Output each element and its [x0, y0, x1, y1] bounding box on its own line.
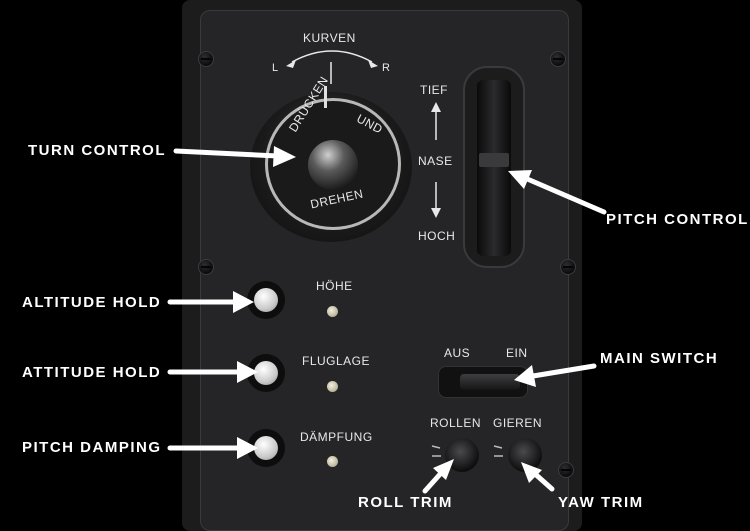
rollen-label: ROLLEN — [430, 416, 482, 430]
screw-top-left — [198, 51, 214, 67]
callout-pitch-damping: PITCH DAMPING — [22, 439, 162, 456]
callout-pitch-control: PITCH CONTROL — [606, 211, 749, 228]
turn-left-label: L — [272, 62, 279, 74]
tief-label: TIEF — [420, 83, 448, 97]
callout-roll-trim: ROLL TRIM — [358, 494, 453, 511]
aus-label: AUS — [444, 346, 471, 360]
fluglage-label: FLUGLAGE — [302, 354, 371, 368]
kurven-label: KURVEN — [303, 31, 356, 45]
screw-mid-right — [560, 259, 576, 275]
callout-attitude-hold: ATTITUDE HOLD — [22, 364, 162, 381]
pitch-wheel-index — [479, 153, 509, 167]
daempfung-label: DÄMPFUNG — [300, 430, 373, 444]
nase-label: NASE — [418, 154, 453, 168]
attitude-hold-button[interactable] — [254, 361, 278, 385]
hoch-label: HOCH — [418, 229, 456, 243]
gieren-label: GIEREN — [493, 416, 543, 430]
callout-yaw-trim: YAW TRIM — [558, 494, 644, 511]
main-switch[interactable] — [460, 374, 520, 390]
turn-control-pointer — [324, 86, 327, 108]
callout-turn-control: TURN CONTROL — [28, 142, 166, 159]
pitch-control-wheel[interactable] — [477, 80, 511, 256]
callout-main-switch: MAIN SWITCH — [600, 350, 719, 367]
attitude-hold-lamp — [327, 381, 338, 392]
turn-right-label: R — [382, 62, 391, 74]
screw-top-right — [550, 51, 566, 67]
altitude-hold-lamp — [327, 306, 338, 317]
screw-bottom-right — [558, 462, 574, 478]
hoehe-label: HÖHE — [316, 279, 353, 293]
altitude-hold-button[interactable] — [254, 288, 278, 312]
pitch-damping-lamp — [327, 456, 338, 467]
turn-control-knob[interactable] — [308, 140, 358, 190]
ein-label: EIN — [506, 346, 528, 360]
callout-altitude-hold: ALTITUDE HOLD — [22, 294, 162, 311]
screw-mid-left — [198, 259, 214, 275]
